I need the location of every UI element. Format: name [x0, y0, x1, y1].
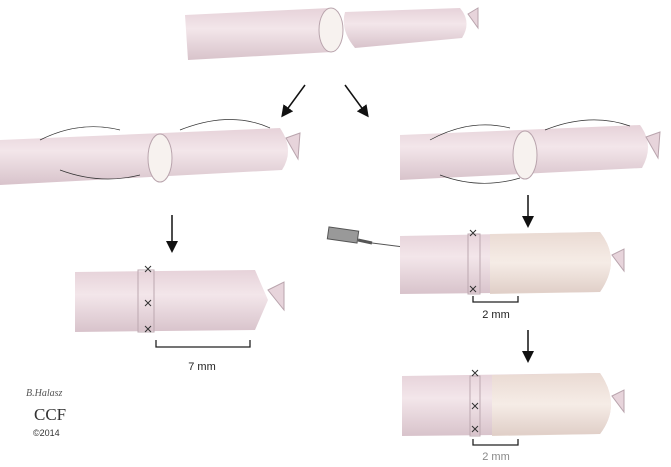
right-tube-filling — [400, 229, 625, 295]
scale-bar-7mm — [155, 340, 251, 348]
scale-bar-2mm-top — [472, 296, 519, 303]
scale-label-2mm-bottom: 2 mm — [482, 451, 510, 463]
proximal-nerve-stump — [185, 7, 344, 60]
arrow-left — [281, 84, 306, 118]
scale-label-2mm-top: 2 mm — [482, 309, 510, 321]
credit-org: CCF — [34, 405, 67, 424]
credit-year: ©2014 — [33, 428, 60, 438]
artist-signature: B.Halasz — [26, 388, 63, 399]
left-sutured-tube — [75, 265, 285, 333]
scale-label-7mm: 7 mm — [188, 361, 216, 373]
right-end-to-side-nerve — [400, 119, 661, 184]
scale-bar-2mm-bottom — [472, 439, 519, 446]
distal-nerve-stump — [343, 7, 479, 48]
left-end-to-side-nerve — [0, 119, 301, 185]
arrow-right — [344, 84, 369, 118]
right-filled-tube — [402, 369, 625, 437]
